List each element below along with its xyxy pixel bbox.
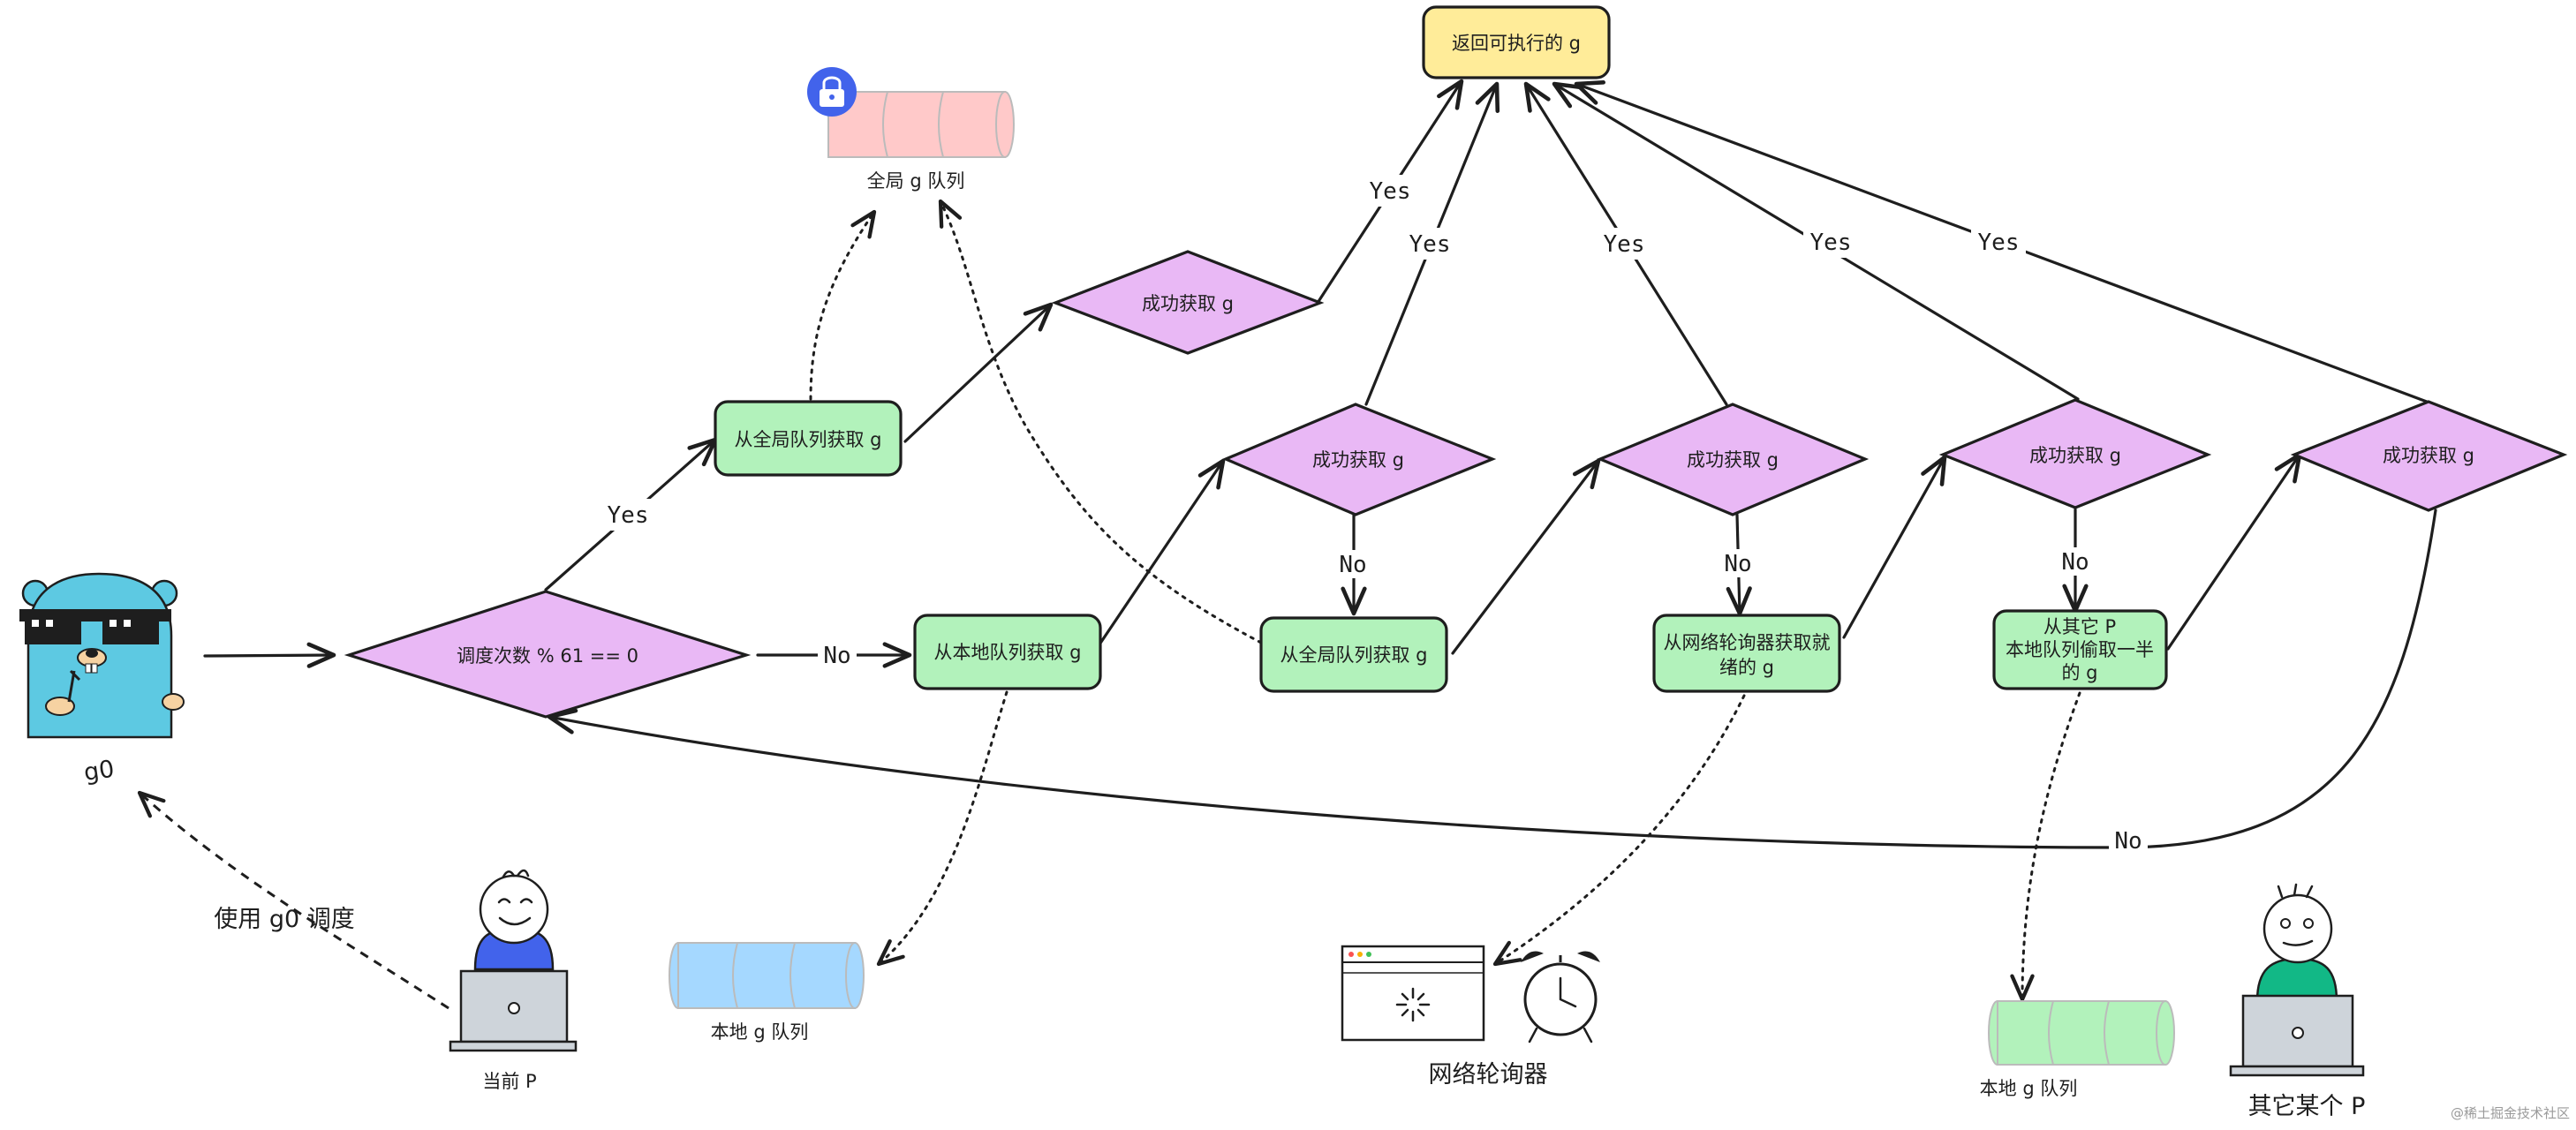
decision-success-4-text: 成功获取 g	[2029, 445, 2121, 466]
edge-netpoll-to-success4	[1842, 455, 1947, 639]
decision-success-1: 成功获取 g	[1051, 250, 1325, 355]
browser-window-icon	[1341, 945, 1485, 1042]
lock-icon	[807, 67, 857, 117]
global-queue-icon	[827, 91, 1015, 158]
decision-success-5-text: 成功获取 g	[2383, 445, 2474, 466]
label-no-check: No	[823, 643, 850, 669]
label-yes-success4: Yes	[1810, 230, 1852, 256]
process-netpoller: 从网络轮询器获取就 绪的 g	[1652, 614, 1841, 693]
process-netpoller-text-2: 绪的 g	[1719, 657, 1774, 678]
process-steal-text-3: 的 g	[2061, 662, 2097, 683]
other-local-queue-caption: 本地 g 队列	[1980, 1078, 2078, 1099]
label-no-success3: No	[1724, 551, 1751, 577]
current-p-laptop-icon	[449, 969, 578, 1052]
edge-netpoll-to-netpoller	[1492, 694, 1746, 967]
decision-success-3: 成功获取 g	[1596, 403, 1870, 516]
edge-local-to-local-queue	[876, 690, 1008, 967]
label-no-success4: No	[2061, 549, 2089, 576]
edge-labels: Yes No Yes Yes No Yes No Yes No Yes No	[601, 175, 2148, 855]
edges	[137, 79, 2437, 1010]
edge-global2-to-global-queue	[938, 199, 1263, 644]
edge-global2-to-success3	[1451, 458, 1601, 655]
other-p-caption: 其它某个 P	[2248, 1093, 2366, 1120]
process-global-queue-1: 从全局队列获取 g	[714, 400, 903, 477]
other-p-laptop-icon	[2229, 994, 2365, 1077]
label-yes-success5: Yes	[1978, 230, 2020, 256]
decision-success-2: 成功获取 g	[1221, 403, 1497, 516]
current-p-person-icon	[473, 869, 555, 971]
edge-g0-to-check	[203, 642, 336, 668]
process-steal-text-2: 本地队列偷取一半	[2006, 639, 2154, 660]
edge-local-to-success2	[1098, 458, 1226, 646]
process-local-queue: 从本地队列获取 g	[913, 614, 1102, 690]
process-global-queue-2-text: 从全局队列获取 g	[1280, 644, 1427, 666]
other-p-person-icon	[2255, 883, 2338, 1003]
decision-schedtick-text: 调度次数 % 61 == 0	[457, 645, 638, 667]
edge-global1-to-global-queue	[809, 209, 877, 401]
label-yes-success1: Yes	[1370, 178, 1411, 205]
decision-success-3-text: 成功获取 g	[1687, 449, 1779, 471]
label-yes-success2: Yes	[1409, 231, 1451, 258]
netpoller-caption: 网络轮询器	[1429, 1061, 1548, 1089]
nodes: 调度次数 % 61 == 0 从全局队列获取 g 成功获取 g 从本地队列获取 …	[344, 5, 2568, 719]
g0-caption: g0	[82, 756, 116, 787]
process-netpoller-text-1: 从网络轮询器获取就	[1664, 632, 1831, 653]
edge-global1-to-success1	[903, 302, 1054, 443]
label-no-success2: No	[1339, 552, 1366, 578]
label-no-success5: No	[2114, 828, 2142, 855]
other-local-queue-icon	[1988, 1000, 2175, 1066]
local-queue-caption: 本地 g 队列	[711, 1021, 809, 1043]
decision-success-1-text: 成功获取 g	[1142, 293, 1234, 314]
process-steal-text-1: 从其它 P	[2043, 616, 2116, 637]
alarm-clock-icon	[1521, 951, 1600, 1043]
edge-steal-to-success5	[2166, 452, 2302, 651]
process-local-queue-text: 从本地队列获取 g	[933, 642, 1081, 663]
label-yes-check: Yes	[608, 502, 649, 529]
local-queue-icon	[669, 942, 865, 1009]
decision-success-5: 成功获取 g	[2290, 400, 2568, 512]
use-g0-caption: 使用 g0 调度	[214, 906, 354, 933]
gopher-icon	[19, 572, 185, 739]
result-return-g-text: 返回可执行的 g	[1452, 33, 1581, 54]
edge-steal-to-other-queue	[2010, 691, 2081, 1002]
decision-success-2-text: 成功获取 g	[1312, 449, 1404, 471]
global-queue-caption: 全局 g 队列	[867, 170, 965, 192]
label-yes-success3: Yes	[1604, 231, 1645, 258]
current-p-caption: 当前 P	[482, 1071, 536, 1092]
decision-schedtick: 调度次数 % 61 == 0	[344, 590, 752, 719]
process-global-queue-2: 从全局队列获取 g	[1259, 616, 1448, 693]
result-return-g: 返回可执行的 g	[1422, 5, 1611, 79]
decision-success-4: 成功获取 g	[1938, 398, 2212, 509]
process-steal: 从其它 P 本地队列偷取一半 的 g	[1992, 609, 2168, 690]
process-global-queue-1-text: 从全局队列获取 g	[734, 429, 881, 450]
edge-success5-no-loop	[547, 508, 2437, 849]
watermark: @稀土掘金技术社区	[2451, 1105, 2570, 1121]
edge-p-uses-g0	[137, 790, 449, 1010]
